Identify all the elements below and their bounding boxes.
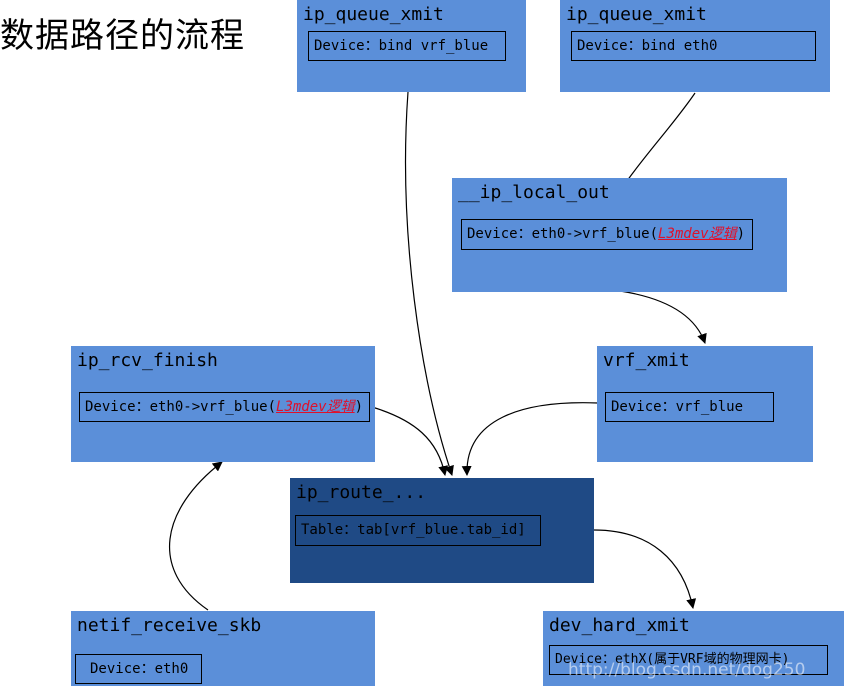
node-name: ip_queue_xmit xyxy=(303,4,444,25)
node-detail: Device：bind vrf_blue xyxy=(308,31,506,61)
detail-prefix: Device：eth0->vrf_blue( xyxy=(467,226,659,242)
detail-suffix: ) xyxy=(736,226,746,242)
arrow-ipq1-to-route xyxy=(404,91,454,476)
node-name: vrf_xmit xyxy=(603,350,690,371)
arrow-rcvfinish-to-route xyxy=(371,406,449,476)
page-title: 数据路径的流程 xyxy=(0,16,245,56)
node-detail: Table：tab[vrf_blue.tab_id] xyxy=(295,515,541,546)
node-ip-queue-xmit-vrf: ip_queue_xmit Device：bind vrf_blue xyxy=(297,0,526,92)
node-netif-receive-skb: netif_receive_skb Device：eth0 xyxy=(71,611,375,686)
l3mdev-link[interactable]: L3mdev逻辑 xyxy=(658,226,737,242)
node-name: dev_hard_xmit xyxy=(549,615,690,636)
watermark: http://blog.csdn.net/dog250 xyxy=(568,660,806,680)
node-detail: Device：vrf_blue xyxy=(605,392,774,422)
detail-prefix: Device：eth0->vrf_blue( xyxy=(85,399,277,415)
node-ip-rcv-finish: ip_rcv_finish Device：eth0->vrf_blue(L3md… xyxy=(71,346,375,462)
node-name: ip_rcv_finish xyxy=(77,350,218,371)
node-ip-local-out: __ip_local_out Device：eth0->vrf_blue(L3m… xyxy=(452,178,787,292)
node-name: ip_route_... xyxy=(296,482,427,503)
node-ip-queue-xmit-eth0: ip_queue_xmit Device：bind eth0 xyxy=(560,0,830,92)
detail-suffix: ) xyxy=(354,399,364,415)
arrow-netif-to-rcvfinish xyxy=(169,461,223,611)
node-detail: Device：bind eth0 xyxy=(571,31,816,61)
node-detail: Device：eth0->vrf_blue(L3mdev逻辑) xyxy=(461,219,753,250)
node-detail: Device：eth0 xyxy=(75,654,202,684)
arrow-localout-to-vrfxmit xyxy=(619,290,707,344)
arrow-vrfxmit-to-route xyxy=(461,402,599,476)
node-name: ip_queue_xmit xyxy=(566,4,707,25)
node-name: __ip_local_out xyxy=(458,182,610,203)
l3mdev-link[interactable]: L3mdev逻辑 xyxy=(276,399,355,415)
node-detail: Device：ethX(属于VRF域的物理网卡) xyxy=(549,645,828,675)
node-name: netif_receive_skb xyxy=(77,615,262,636)
node-ip-route: ip_route_... Table：tab[vrf_blue.tab_id] xyxy=(290,478,594,583)
node-dev-hard-xmit: dev_hard_xmit Device：ethX(属于VRF域的物理网卡) xyxy=(543,611,844,686)
node-detail: Device：eth0->vrf_blue(L3mdev逻辑) xyxy=(79,392,370,422)
node-vrf-xmit: vrf_xmit Device：vrf_blue xyxy=(597,346,813,462)
arrow-route-to-hardxmit xyxy=(593,529,697,609)
